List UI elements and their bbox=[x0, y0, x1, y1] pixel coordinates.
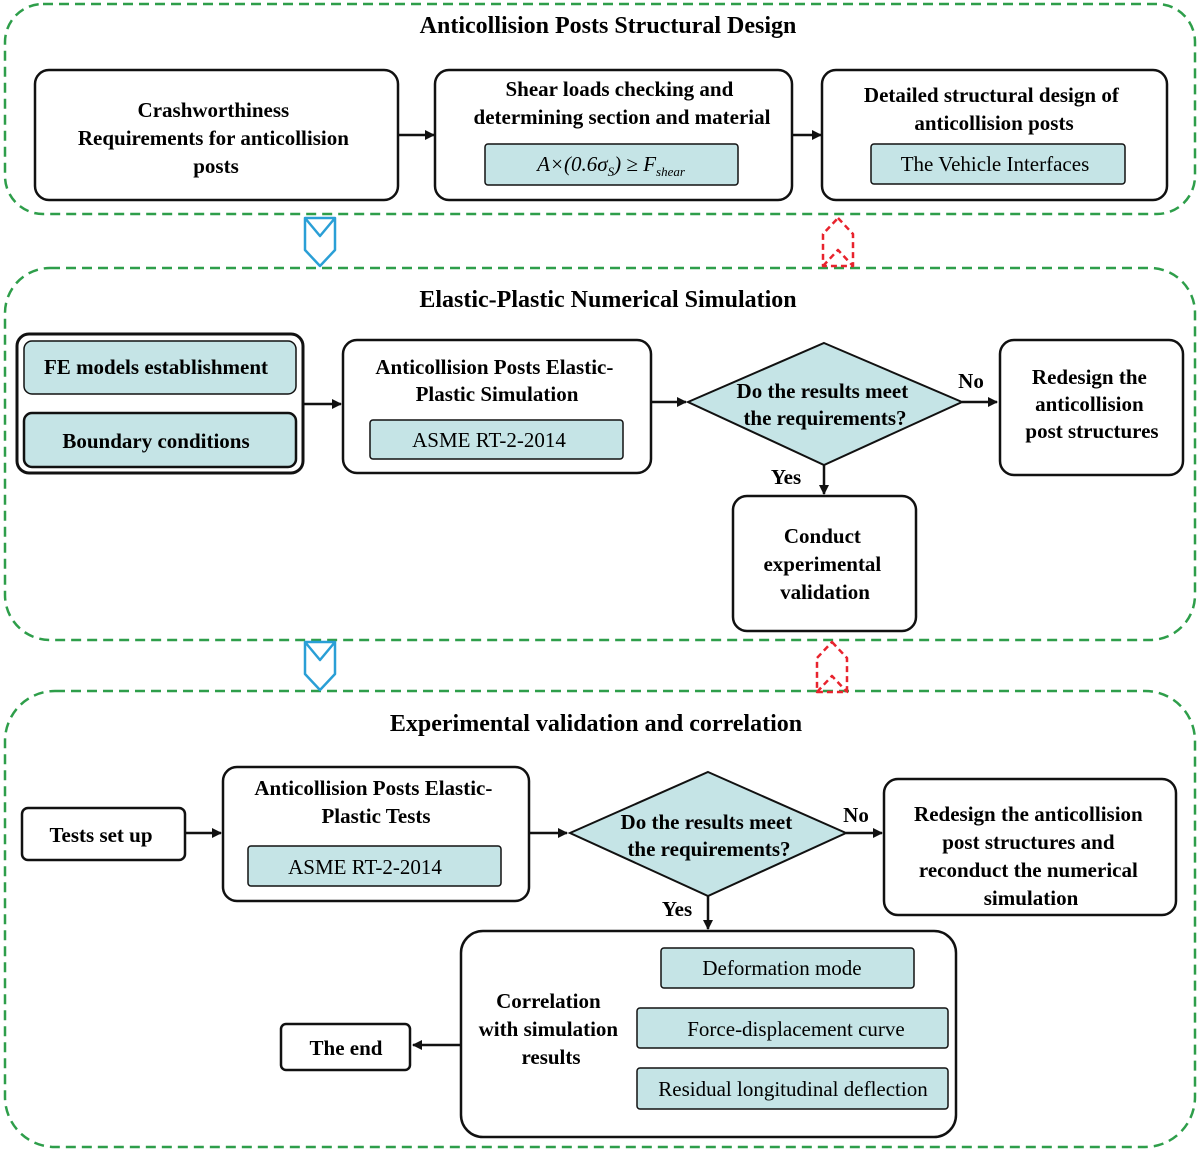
vehicle-interfaces-box bbox=[870, 143, 1126, 185]
simulation-title: Elastic-Plastic Numerical Simulation bbox=[419, 287, 796, 313]
section-experiment-frame bbox=[3, 689, 1197, 1149]
detailed-design-text: Detailed structural design of anticollis… bbox=[864, 83, 1124, 135]
tests-standard-box bbox=[247, 845, 502, 887]
vehicle-interfaces-label: The Vehicle Interfaces bbox=[901, 152, 1090, 176]
down-arrow-icon bbox=[303, 216, 337, 268]
exp-decision-text: Do the results meet the requirements? bbox=[621, 810, 798, 861]
sim-standard-box bbox=[369, 419, 624, 460]
tests-standard-label: ASME RT-2-2014 bbox=[288, 855, 442, 879]
exp-no-label: No bbox=[843, 803, 869, 827]
conduct-validation-box bbox=[731, 494, 918, 633]
tests-setup-label: Tests set up bbox=[49, 823, 152, 847]
design-title: Anticollision Posts Structural Design bbox=[420, 13, 797, 39]
tests-text: Anticollision Posts Elastic- Plastic Tes… bbox=[254, 776, 497, 828]
fe-models-box bbox=[23, 340, 297, 395]
crashworthiness-text: Crashworthiness Requirements for anticol… bbox=[78, 98, 354, 178]
exp-yes-label: Yes bbox=[662, 897, 692, 921]
sim-decision-text: Do the results meet the requirements? bbox=[737, 379, 914, 430]
force-displacement-box bbox=[636, 1007, 949, 1049]
exp-redesign-text: Redesign the anticollision post structur… bbox=[914, 802, 1148, 910]
section-design-frame bbox=[3, 2, 1197, 216]
shear-check-text: Shear loads checking and determining sec… bbox=[474, 77, 771, 129]
shear-formula: A×(0.6σS) ≥ Fshear bbox=[535, 152, 686, 179]
boundary-conditions-label: Boundary conditions bbox=[62, 429, 249, 453]
force-displacement-label: Force-displacement curve bbox=[687, 1017, 905, 1041]
residual-deflection-box bbox=[636, 1067, 949, 1110]
sim-redesign-text: Redesign the anticollision post structur… bbox=[1025, 365, 1158, 443]
sim-redesign-box bbox=[998, 338, 1185, 477]
fe-models-label: FE models establishment bbox=[44, 355, 268, 379]
sim-text: Anticollision Posts Elastic- Plastic Sim… bbox=[375, 355, 618, 406]
deformation-mode-box bbox=[660, 947, 915, 989]
correlation-text: Correlation with simulation results bbox=[479, 989, 624, 1069]
exp-redesign-box bbox=[882, 777, 1178, 917]
end-label: The end bbox=[310, 1036, 383, 1060]
end-box bbox=[279, 1022, 412, 1072]
exp-decision-diamond bbox=[567, 770, 849, 898]
shear-formula-box bbox=[484, 143, 739, 186]
down-arrow-icon bbox=[303, 640, 337, 692]
sim-decision-diamond bbox=[685, 341, 965, 467]
sim-yes-label: Yes bbox=[771, 465, 801, 489]
residual-deflection-label: Residual longitudinal deflection bbox=[658, 1077, 928, 1101]
up-arrow-icon bbox=[815, 640, 849, 694]
boundary-conditions-box bbox=[22, 411, 298, 469]
deformation-mode-label: Deformation mode bbox=[702, 956, 861, 980]
section-simulation-frame bbox=[3, 266, 1197, 642]
conduct-validation-text: Conduct experimental validation bbox=[763, 524, 886, 604]
experiment-title: Experimental validation and correlation bbox=[390, 711, 802, 737]
sim-no-label: No bbox=[958, 369, 984, 393]
up-arrow-icon bbox=[821, 216, 855, 268]
sim-standard-label: ASME RT-2-2014 bbox=[412, 428, 566, 452]
